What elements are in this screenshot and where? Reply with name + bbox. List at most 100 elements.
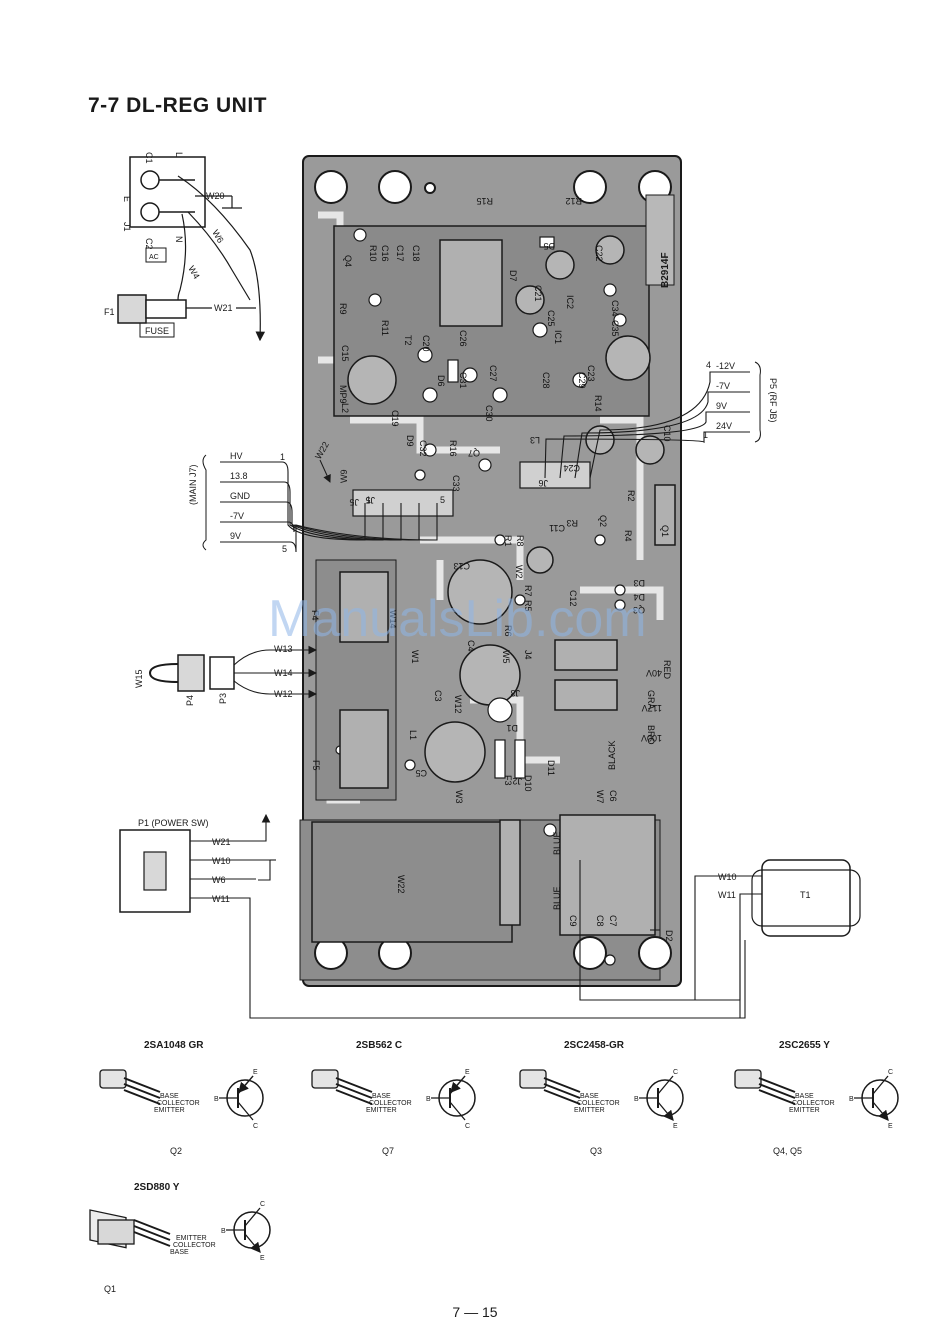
lead-label-0-0: BASE [160,1093,179,1100]
p3-p4-connector [148,645,318,699]
p34-wire-w14: W14 [274,668,293,678]
pcb-wire-label-1: BLUE [552,831,562,855]
lead-label-3-0: BASE [795,1093,814,1100]
pcb-label-c26: C26 [458,330,468,347]
lead-label-2-0: BASE [580,1093,599,1100]
package-lead-1-1 [335,1083,373,1099]
pcb-label-c28: C28 [541,372,551,389]
pcb-label-l3: L3 [530,435,540,445]
package-lead-0-1 [123,1083,161,1099]
pcb-label-d10: D10 [523,775,533,792]
package-lead-4-1 [133,1225,171,1241]
transistor-type-3: 2SC2655 Y [779,1040,830,1051]
t1-ref: T1 [800,890,811,900]
pin-top-0: E [253,1069,258,1076]
pcb-label-w14: W14 [388,610,398,629]
p5-wire-3 [544,431,750,479]
transformer-t1 [582,859,861,1018]
package-lead-2-2 [543,1089,581,1105]
pin-bottom-0: C [253,1123,258,1130]
j7-sub-wire: W9 [339,470,349,484]
transistor-ref-3: Q4, Q5 [773,1146,802,1156]
j7-wire-0 [220,461,366,541]
pcb-label-w2: W2 [514,565,524,579]
pcb-label-r3: R3 [566,518,578,528]
pcb-label-r4: R4 [623,530,633,542]
transistor-type-0: 2SA1048 GR [144,1040,204,1051]
pcb-label-d3: D3 [633,578,645,588]
pcb-label-d2: D2 [664,930,674,942]
power-sw-wire-2: W6 [212,875,226,885]
pcb-label-q2: Q2 [598,515,608,527]
pcb-label-c5: C5 [415,768,427,778]
pcb-label-c23: C23 [586,365,596,382]
pin-base-1: B [426,1096,431,1103]
pcb-wire-label-0: BLACK [607,740,617,770]
lead-label-3-2: EMITTER [789,1107,820,1114]
pin-top-1: E [465,1069,470,1076]
pcb-label-d7: D7 [508,270,518,282]
package-lead-4-2 [133,1231,171,1247]
pin-base-3: B [849,1096,854,1103]
pcb-wire-label-7: 117V [642,703,662,713]
pcb-label-c31: C31 [458,372,468,389]
package-lead-3-2 [758,1089,796,1105]
pin-base-2: B [634,1096,639,1103]
pcb-label-c24: C24 [563,463,580,473]
symbol-bottom-lead-0 [237,1101,254,1121]
package-lead-0-0 [123,1077,161,1093]
pcb-label-w3: W3 [454,790,464,804]
pcb-label-f4: F4 [310,610,320,621]
pcb-label-c4: C4 [466,640,476,652]
pcb-label-w5: W5 [501,650,511,664]
pcb-label-c18: C18 [411,245,421,262]
pcb-label-w1: W1 [410,650,420,664]
pcb-label-q1: Q1 [660,525,670,537]
j7-wire-2 [220,501,402,541]
pcb-label-t2: T2 [403,335,413,346]
pcb-label-j6: J6 [538,478,548,488]
lead-label-2-2: EMITTER [574,1107,605,1114]
pcb-label-c6: C6 [608,790,618,802]
pcb-label-d11: D11 [546,760,556,776]
pcb-label-r11: R11 [380,320,390,336]
p5-wires [544,361,761,479]
pcb-label-r12: R12 [565,196,582,206]
pcb-label-q3: Q3 [633,605,645,615]
pcb-label-ic1: IC1 [553,330,563,344]
pcb-label-c29: C29 [577,372,587,389]
lead-label-2-1: COLLECTOR [577,1100,620,1107]
package-body-2 [519,1069,547,1089]
pcb-label-j4: J4 [523,650,533,660]
package-body-0 [99,1069,127,1089]
pcb-label-c7: C7 [608,915,618,927]
lead-label-4-0: EMITTER [176,1235,207,1242]
pcb-label-q7: Q7 [468,448,480,458]
p34-wire-w13: W13 [274,644,293,654]
ac-label-ac: AC [149,254,159,261]
package-body-4 [97,1219,135,1245]
pcb-label-ic2: IC2 [565,295,575,309]
pcb-label-c21: C21 [533,285,543,302]
p5-wire-1 [574,391,750,479]
symbol-bottom-lead-4 [244,1233,261,1253]
symbol-bottom-lead-3 [872,1101,889,1121]
t1-wire-w11: W11 [718,890,736,900]
pcb-label-c19: C19 [390,410,400,427]
pcb-label-c33: C33 [451,475,461,492]
fuse-holder [117,294,256,338]
pin-bottom-3: E [888,1123,893,1130]
pcb-label-w22: W22 [396,875,406,894]
main-j7-wires [202,454,438,553]
transistor-type-2: 2SC2458-GR [564,1040,625,1051]
p5-brace [754,361,761,443]
pin-top-3: C [888,1069,893,1076]
pin-base-0: B [214,1096,219,1103]
